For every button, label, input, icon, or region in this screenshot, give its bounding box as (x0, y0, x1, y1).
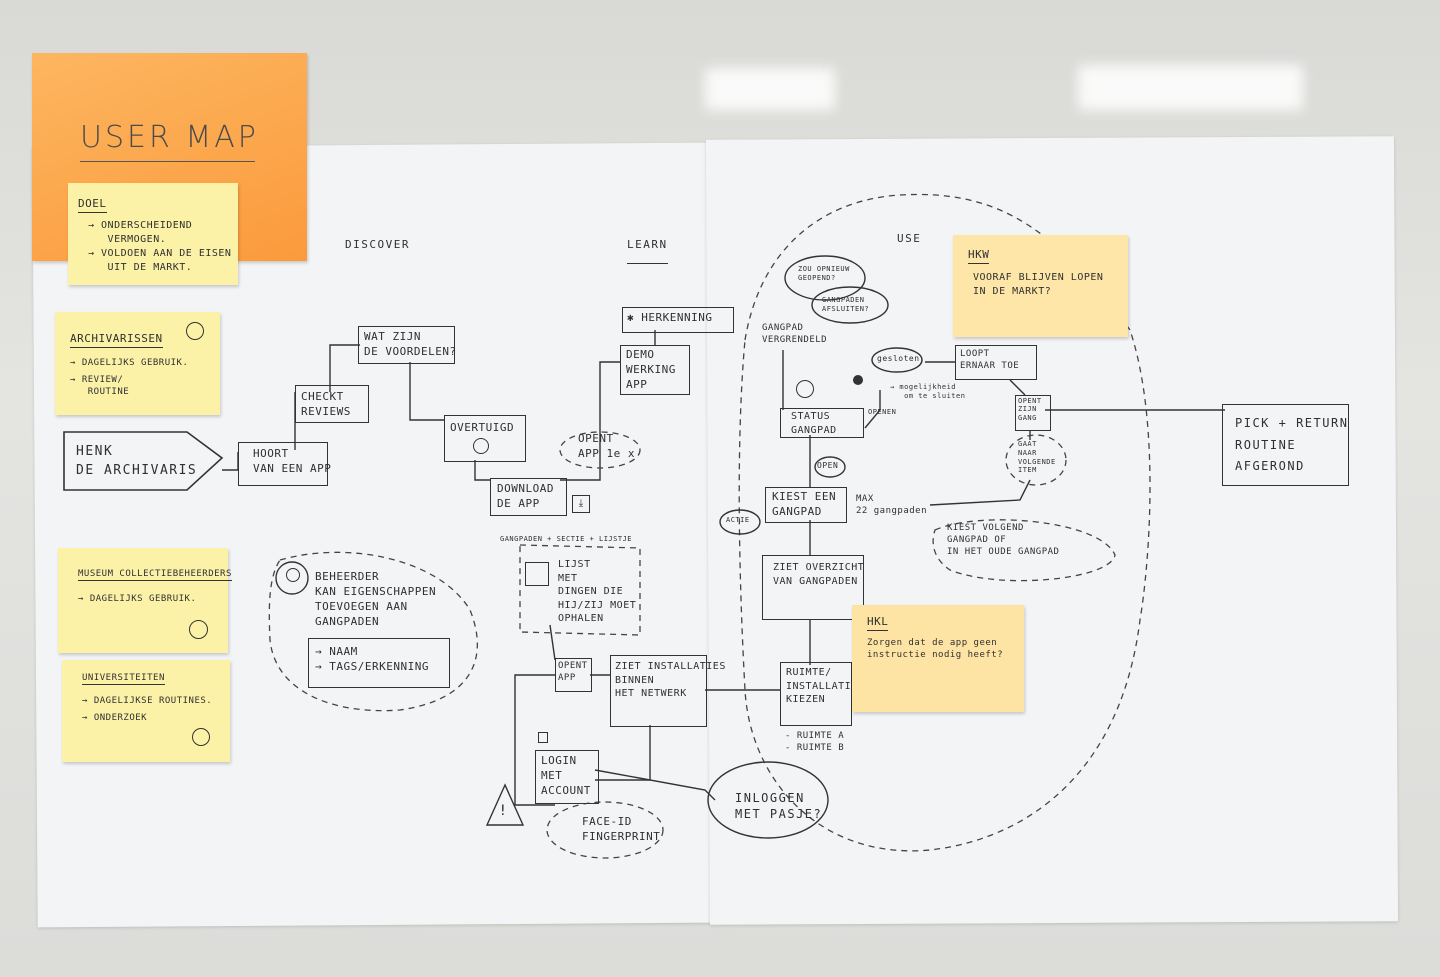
hears-about-app-label: HOORT VAN EEN APP (253, 447, 332, 475)
admin-description: BEHEERDER KAN EIGENSCHAPPEN TOEVOEGEN AA… (315, 570, 437, 628)
persona-label: HENK DE ARCHIVARIS (76, 444, 198, 478)
download-icon: ⤓ (572, 495, 590, 513)
neutral-face-icon (186, 322, 204, 340)
routine-complete-label: PICK + RETURN ROUTINE AFGEROND (1235, 416, 1349, 474)
download-app-box: DOWNLOAD DE APP (490, 478, 567, 516)
download-app-label: DOWNLOAD DE APP (497, 482, 554, 510)
next-item-label: GAAT NAAR VOLGENDE ITEM (1018, 440, 1056, 475)
aisle-status-box: STATUS GANGPAD (780, 408, 864, 438)
smiley-icon (473, 438, 489, 454)
archivists-line-1: → DAGELIJKS GEBRUIK. (70, 358, 189, 368)
admin-person-icon (286, 568, 300, 582)
wall-glare (705, 68, 835, 110)
opens-aisle-label: OPENT ZIJN GANG (1018, 397, 1042, 422)
list-description: LIJST MET DINGEN DIE HIJ/ZIJ MOET OPHALE… (558, 559, 637, 624)
goal-line-1: → ONDERSCHEIDEND VERMOGEN. (88, 220, 193, 245)
hkl-sticky-note: HKL Zorgen dat de app geen instructie no… (852, 605, 1024, 712)
archivists-line-2: → REVIEW/ ROUTINE (70, 375, 130, 398)
opens-app-first-time-label: OPENT APP 1e x (578, 432, 635, 460)
hkw-heading: HKW (968, 248, 990, 264)
walks-to-it-label: LOOPT ERNAAR TOE (960, 349, 1020, 372)
opens-app-box: OPENT APP (555, 658, 592, 692)
museum-sticky-note: MUSEUM COLLECTIEBEHEERDERS → DAGELIJKS G… (58, 548, 232, 653)
demo-label: DEMO WERKING APP (626, 348, 676, 391)
option-to-close-label: → mogelijkheid om te sluiten (890, 383, 966, 401)
hkw-body: VOORAF BLIJVEN LOPEN IN DE MARKT? (973, 272, 1104, 297)
room-selection-label: RUIMTE/ INSTALLATIE KIEZEN (786, 667, 858, 705)
title-underline (80, 161, 255, 162)
list-icon (525, 562, 549, 586)
convinced-label: OVERTUIGD (450, 421, 515, 434)
opens-app-label: OPENT APP (558, 661, 588, 684)
max-aisles-label: MAX 22 gangpaden (856, 494, 928, 517)
wall-glare (1078, 65, 1303, 110)
login-with-badge-label: INLOGGEN MET PASJE? (735, 791, 823, 822)
benefits-box: WAT ZIJN DE VOORDELEN? (358, 326, 457, 364)
lock-icon (538, 732, 548, 743)
museum-heading: MUSEUM COLLECTIEBEHEERDERS (78, 568, 232, 582)
choose-next-aisle-label: KIEST VOLGEND GANGPAD OF IN HET OUDE GAN… (947, 523, 1060, 558)
hkl-heading: HKL (867, 615, 889, 631)
demo-box: DEMO WERKING APP (620, 345, 690, 395)
hkw-sticky-note: HKW VOORAF BLIJVEN LOPEN IN DE MARKT? (953, 235, 1128, 337)
face-id-label: FACE-ID FINGERPRINT (582, 815, 661, 843)
admin-attributes-list: → NAAM → TAGS/ERKENNING (315, 645, 429, 673)
opens-aisle-box: OPENT ZIJN GANG (1015, 395, 1051, 431)
recognition-box: ✱ HERKENNING (622, 307, 734, 333)
benefits-label: WAT ZIJN DE VOORDELEN? (364, 330, 457, 358)
opening-label: OPENEN (868, 408, 897, 416)
stop-icon (853, 375, 863, 385)
installations-label: ZIET INSTALLATIES BINNEN HET NETWERK (615, 661, 726, 699)
routine-complete-box: PICK + RETURN ROUTINE AFGEROND (1222, 404, 1349, 486)
page-title: USER MAP (80, 120, 259, 155)
neutral-face-icon (189, 620, 208, 639)
login-label: LOGIN MET ACCOUNT (541, 754, 591, 797)
aisle-status-label: STATUS GANGPAD (791, 411, 837, 436)
choose-aisle-label: KIEST EEN GANGPAD (772, 490, 837, 518)
universities-line-1: → DAGELIJKSE ROUTINES. (82, 696, 213, 706)
museum-line-1: → DAGELIJKS GEBRUIK. (78, 594, 197, 604)
convinced-box: OVERTUIGD (444, 415, 526, 462)
aisles-overview-label: ZIET OVERZICHT VAN GANGPADEN (773, 562, 865, 587)
warning-icon: ! (500, 803, 506, 819)
phase-use: USE (897, 232, 922, 245)
checks-reviews-label: CHECKT REVIEWS (301, 390, 351, 418)
recognition-label: ✱ HERKENNING (627, 311, 713, 324)
phase-discover: DISCOVER (345, 238, 410, 251)
list-annotation: GANGPADEN + SECTIE + LIJSTJE (500, 535, 633, 543)
aisles-overview-box: ZIET OVERZICHT VAN GANGPADEN (762, 555, 864, 620)
universities-heading: UNIVERSITEITEN (82, 672, 165, 686)
phase-learn: LEARN (627, 238, 668, 264)
universities-line-2: → ONDERZOEK (82, 713, 148, 723)
bubble-close-aisles: GANGPADEN AFSLUITEN? (822, 296, 870, 314)
installations-box: ZIET INSTALLATIES BINNEN HET NETWERK (610, 655, 725, 727)
happy-face-icon (192, 728, 210, 746)
bubble-reopen: ZOU OPNIEUW GEOPEND? (798, 265, 850, 283)
universities-sticky-note: UNIVERSITEITEN → DAGELIJKSE ROUTINES. → … (62, 660, 230, 762)
persona-arrow-shape (63, 431, 224, 491)
info-icon (796, 380, 814, 398)
choose-aisle-box: KIEST EEN GANGPAD (765, 487, 847, 523)
action-label: ACTIE (726, 516, 750, 524)
goal-heading: DOEL (78, 197, 107, 213)
archivists-sticky-note: ARCHIVARISSEN → DAGELIJKS GEBRUIK. → REV… (55, 312, 220, 415)
walks-to-it-box: LOOPT ERNAAR TOE (955, 345, 1037, 380)
room-selection-box: RUIMTE/ INSTALLATIE KIEZEN (780, 662, 857, 726)
goal-sticky-note: DOEL → ONDERSCHEIDEND VERMOGEN. → VOLDOE… (68, 183, 238, 285)
login-box: LOGIN MET ACCOUNT (535, 750, 599, 804)
room-list: - RUIMTE A - RUIMTE B (785, 731, 845, 754)
aisle-locked-label: GANGPAD VERGRENDELD (762, 323, 828, 346)
closed-label: gesloten (877, 354, 920, 363)
hears-about-app-box: HOORT VAN EEN APP (238, 442, 332, 486)
admin-attributes-box: → NAAM → TAGS/ERKENNING (308, 638, 450, 688)
checks-reviews-box: CHECKT REVIEWS (295, 385, 369, 423)
hkl-body: Zorgen dat de app geen instructie nodig … (867, 638, 1004, 661)
goal-line-2: → VOLDOEN AAN DE EISEN UIT DE MARKT. (88, 248, 232, 273)
open-label: OPEN (817, 461, 839, 470)
archivists-heading: ARCHIVARISSEN (70, 332, 163, 348)
